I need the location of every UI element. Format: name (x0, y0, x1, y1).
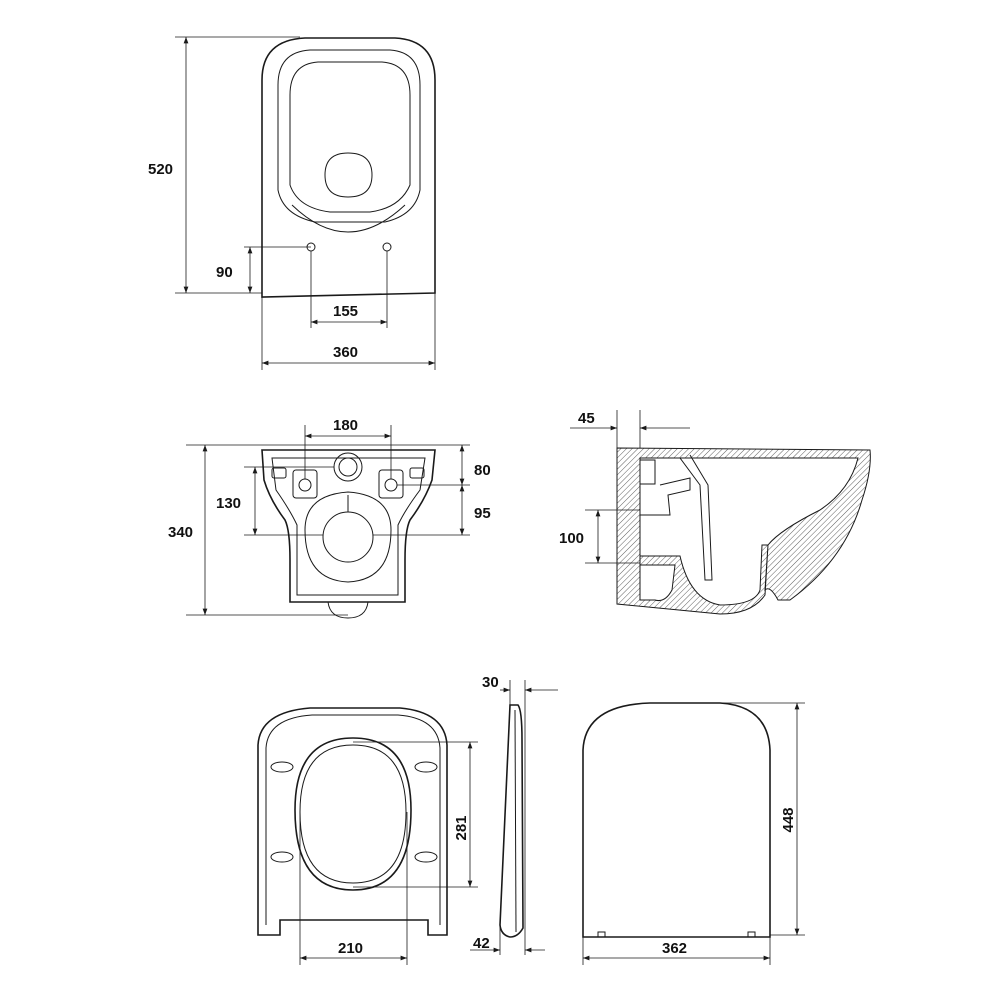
bumper (270, 761, 294, 773)
seat-outline (257, 707, 448, 936)
outlet-opening (322, 511, 374, 563)
dim-wall-depth-label: 45 (578, 410, 595, 427)
dim-top-bolt-label: 80 (474, 462, 491, 479)
dim-height-label: 520 (148, 161, 173, 178)
dim-inlet-outlet-label: 130 (216, 495, 241, 512)
seat-ring (294, 737, 412, 891)
dim-lid-length-label: 448 (780, 807, 797, 832)
bolt-left (298, 478, 312, 492)
bowl-outline (261, 37, 436, 298)
dim-seat-bottom-thickness-label: 42 (473, 935, 490, 952)
dim-back-height-label: 340 (168, 524, 193, 541)
seat-side-view: 30 42 (470, 674, 558, 955)
dim-seat-top-thickness-label: 30 (482, 674, 499, 691)
dim-outlet-height-label: 100 (559, 530, 584, 547)
rim-outline (277, 49, 421, 223)
water-inlet (333, 452, 363, 482)
flush-opening (324, 152, 373, 198)
dim-opening-length-label: 281 (453, 815, 470, 840)
dim-width-label: 360 (333, 344, 358, 361)
back-view: 340 180 130 80 95 (168, 417, 491, 619)
dim-bolt-outlet-label: 95 (474, 505, 491, 522)
seat-view: 281 210 (257, 707, 478, 965)
dim-hole-spacing-label: 155 (333, 303, 358, 320)
bumper (414, 761, 438, 773)
bumper (270, 851, 294, 863)
lid-view: 448 362 (582, 702, 805, 965)
dim-lid-width-label: 362 (662, 940, 687, 957)
lid-outline (582, 702, 771, 938)
dim-bolt-spacing-label: 180 (333, 417, 358, 434)
section-wall (616, 447, 871, 615)
dim-hole-offset-label: 90 (216, 264, 233, 281)
seat-side-outline (499, 704, 524, 938)
top-view: 520 90 155 360 (148, 36, 436, 370)
section-view: 45 100 (559, 410, 871, 615)
bowl-inner (289, 61, 411, 213)
bolt-right (384, 478, 398, 492)
mounting-hole-right (382, 242, 392, 252)
back-outline (261, 449, 436, 603)
dim-opening-width-label: 210 (338, 940, 363, 957)
bumper (414, 851, 438, 863)
